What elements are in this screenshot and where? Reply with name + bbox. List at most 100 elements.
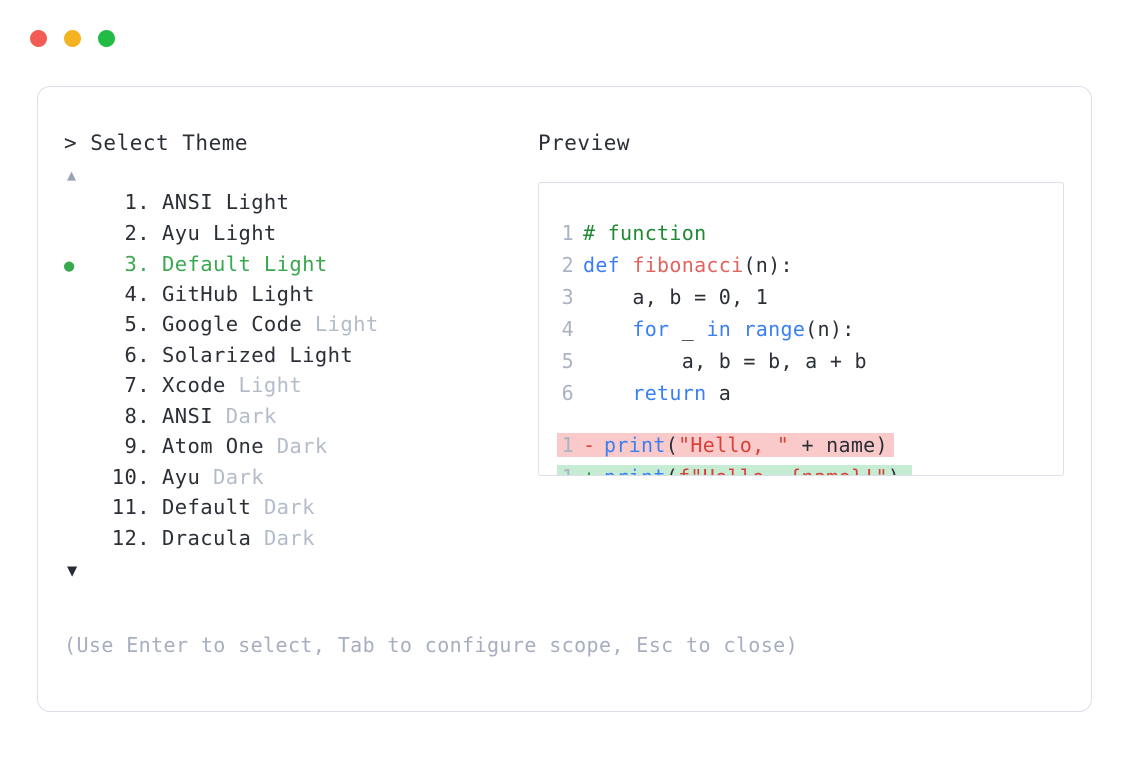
theme-item-variant: Dark bbox=[263, 525, 315, 550]
code-token: return bbox=[632, 381, 707, 405]
theme-item-label: Ayu Dark bbox=[162, 464, 264, 489]
diff-line-removed: 1-print("Hello, " + name) bbox=[539, 433, 1063, 465]
theme-item-number: 2. bbox=[124, 220, 150, 245]
diff-spacer bbox=[539, 413, 1063, 433]
theme-item-variant: Dark bbox=[276, 434, 328, 458]
theme-item-number: 3. bbox=[124, 252, 150, 276]
theme-item-variant: Dark bbox=[263, 495, 315, 519]
code-token bbox=[583, 317, 632, 341]
selected-bullet-icon: ● bbox=[64, 256, 75, 276]
theme-item-variant: Dark bbox=[212, 464, 264, 489]
line-number: 1 bbox=[557, 465, 574, 475]
code-line: 3 a, b = 0, 1 bbox=[539, 285, 1063, 317]
theme-item-label: Ayu Light bbox=[162, 220, 277, 245]
theme-list-item[interactable]: ● 3. Default Light bbox=[64, 251, 524, 282]
preview-title: Preview bbox=[538, 131, 631, 155]
theme-item-number: 12. bbox=[111, 525, 150, 550]
window-traffic-lights bbox=[30, 30, 115, 47]
theme-item-label: Atom One Dark bbox=[162, 434, 328, 458]
line-number: 4 bbox=[561, 317, 574, 341]
line-number: 1 bbox=[561, 221, 574, 245]
maximize-dot[interactable] bbox=[98, 30, 115, 47]
theme-list-item[interactable]: 1.ANSI Light bbox=[64, 190, 524, 221]
theme-list-item[interactable]: 10. Ayu Dark bbox=[64, 465, 524, 496]
theme-item-number: 8. bbox=[124, 403, 150, 428]
code-token: + name) bbox=[789, 433, 888, 457]
code-line-content: # function bbox=[583, 221, 706, 245]
code-line-content: a, b = b, a + b bbox=[583, 349, 867, 373]
code-token bbox=[583, 381, 632, 405]
code-token: a, b = 0, 1 bbox=[583, 285, 769, 309]
code-line-content: def fibonacci(n): bbox=[583, 253, 793, 277]
code-token: ( bbox=[665, 433, 679, 457]
code-token: fibonacci bbox=[632, 253, 744, 277]
theme-list-item[interactable]: 11. Default Dark bbox=[64, 495, 524, 526]
scroll-up-icon[interactable]: ▲ bbox=[67, 166, 77, 184]
theme-item-label: Google Code Light bbox=[162, 312, 379, 336]
code-token: in range bbox=[706, 317, 806, 341]
code-token: print bbox=[604, 465, 666, 475]
code-token: (n): bbox=[743, 253, 793, 277]
theme-item-number: 6. bbox=[124, 342, 150, 367]
scroll-down-icon[interactable]: ▼ bbox=[67, 561, 78, 581]
theme-item-label: Xcode Light bbox=[162, 373, 303, 397]
theme-item-number: 11. bbox=[111, 495, 150, 519]
theme-list-item[interactable]: 8. ANSI Dark bbox=[64, 404, 524, 435]
diff-minus-marker: - bbox=[583, 433, 596, 457]
page-title: > Select Theme bbox=[64, 131, 249, 155]
minimize-dot[interactable] bbox=[64, 30, 81, 47]
theme-item-variant: Light bbox=[238, 373, 303, 397]
theme-item-number: 1. bbox=[124, 190, 150, 214]
theme-item-variant: Light bbox=[314, 312, 379, 336]
diff-line-content: print(f"Hello, {name}!") bbox=[604, 465, 900, 475]
theme-list-item[interactable]: 12. Dracula Dark bbox=[64, 526, 524, 557]
diff-line-highlight: 1+print(f"Hello, {name}!") bbox=[557, 465, 913, 475]
code-line: 6 return a bbox=[539, 381, 1063, 413]
code-line-content: return a bbox=[583, 381, 731, 405]
line-number: 1 bbox=[561, 433, 574, 457]
theme-item-label: GitHub Light bbox=[162, 281, 315, 306]
theme-list-item[interactable]: 2. Ayu Light bbox=[64, 221, 524, 252]
code-line: 2 def fibonacci(n): bbox=[539, 253, 1063, 285]
theme-item-label: Dracula Dark bbox=[162, 525, 315, 550]
code-token: print bbox=[604, 433, 666, 457]
line-number: 6 bbox=[561, 381, 574, 405]
diff-line-highlight: 1-print("Hello, " + name) bbox=[557, 433, 894, 457]
theme-item-number: 5. bbox=[124, 312, 150, 336]
theme-item-label: ANSI Dark bbox=[162, 403, 277, 428]
diff-line-content: print("Hello, " + name) bbox=[604, 433, 888, 457]
code-line: 5 a, b = b, a + b bbox=[539, 349, 1063, 381]
line-number: 2 bbox=[561, 253, 574, 277]
keyboard-hint: (Use Enter to select, Tab to configure s… bbox=[64, 633, 799, 657]
theme-item-label: Default Light bbox=[162, 252, 328, 276]
close-dot[interactable] bbox=[30, 30, 47, 47]
code-token: ( bbox=[666, 465, 678, 475]
code-token: a bbox=[706, 381, 732, 405]
code-token: def bbox=[583, 253, 633, 277]
theme-list-item[interactable]: 9.Atom One Dark bbox=[64, 434, 524, 465]
theme-list-item[interactable]: 7. Xcode Light bbox=[64, 373, 524, 404]
diff-line-added: 1+print(f"Hello, {name}!") bbox=[539, 465, 1063, 475]
theme-item-number: 4. bbox=[124, 281, 150, 306]
code-line-content: a, b = 0, 1 bbox=[583, 285, 768, 309]
code-line: 4 for _ in range(n): bbox=[539, 317, 1063, 349]
theme-item-number: 10. bbox=[111, 464, 150, 489]
code-token: "Hello, " bbox=[678, 433, 790, 457]
code-token: (n): bbox=[805, 317, 855, 341]
theme-list-item[interactable]: 5. Google Code Light bbox=[64, 312, 524, 343]
theme-list-item[interactable]: 6.Solarized Light bbox=[64, 343, 524, 374]
code-line-content: for _ in range(n): bbox=[583, 317, 855, 341]
theme-item-label: Default Dark bbox=[162, 495, 315, 519]
theme-item-number: 7. bbox=[124, 373, 150, 397]
theme-list-item[interactable]: 4. GitHub Light bbox=[64, 282, 524, 313]
code-token: _ bbox=[669, 317, 707, 341]
code-token: # function bbox=[583, 221, 707, 245]
code-token: f"Hello, {name}!" bbox=[678, 465, 888, 475]
theme-item-variant: Dark bbox=[225, 403, 277, 428]
